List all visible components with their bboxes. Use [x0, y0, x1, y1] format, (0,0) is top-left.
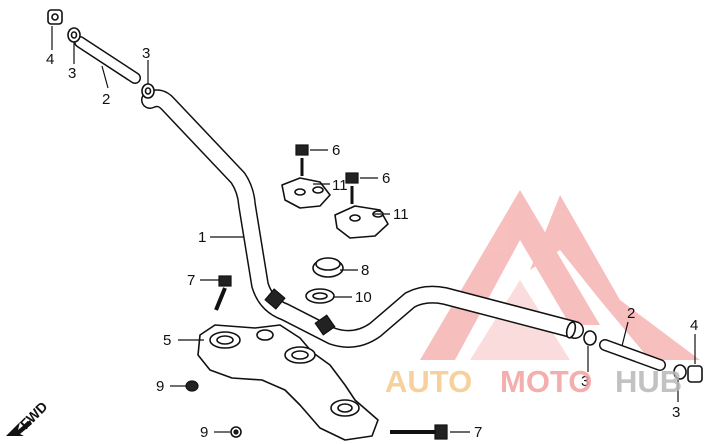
callout-3-upper: 3 [142, 45, 150, 62]
callout-5: 5 [163, 332, 171, 349]
callout-4-right: 4 [690, 317, 698, 334]
callout-10: 10 [355, 289, 372, 306]
callout-4-top-left: 4 [46, 51, 54, 68]
nuts [185, 380, 242, 438]
callout-11-b: 11 [393, 206, 409, 223]
watermark-text: AUTO MOTO HUB [385, 364, 682, 399]
callout-11-a: 11 [332, 177, 348, 194]
callout-1: 1 [198, 229, 206, 246]
callout-8: 8 [361, 262, 369, 279]
callout-6-b: 6 [382, 170, 390, 187]
callout-7-lower: 7 [474, 424, 482, 441]
handlebar [141, 89, 584, 348]
callout-9-b: 9 [200, 424, 208, 441]
upper-bolt [214, 275, 232, 311]
callout-6-a: 6 [332, 142, 340, 159]
callout-labels: 4 3 2 3 6 11 6 11 1 7 8 10 5 9 9 7 2 3 4… [46, 45, 698, 441]
callout-9-a: 9 [156, 378, 164, 395]
callout-3-top-left: 3 [68, 65, 76, 82]
callout-2-right: 2 [627, 305, 635, 322]
callout-3-lower-right: 3 [672, 404, 680, 421]
cap-and-washer [305, 257, 344, 304]
lower-bolt [390, 424, 448, 440]
fwd-label: FWD [17, 398, 51, 432]
right-bar-weight [583, 330, 703, 383]
callout-3-right: 3 [581, 373, 589, 390]
fwd-indicator: FWD [6, 398, 51, 436]
watermark-hub: HUB [615, 364, 682, 399]
top-bridge [197, 324, 379, 441]
watermark-auto: AUTO [385, 364, 472, 399]
callout-7-upper: 7 [187, 272, 195, 289]
watermark-moto: MOTO [500, 364, 592, 399]
leader-lines [51, 26, 696, 433]
left-bar-weight [47, 9, 155, 99]
callout-2-left: 2 [102, 91, 110, 108]
